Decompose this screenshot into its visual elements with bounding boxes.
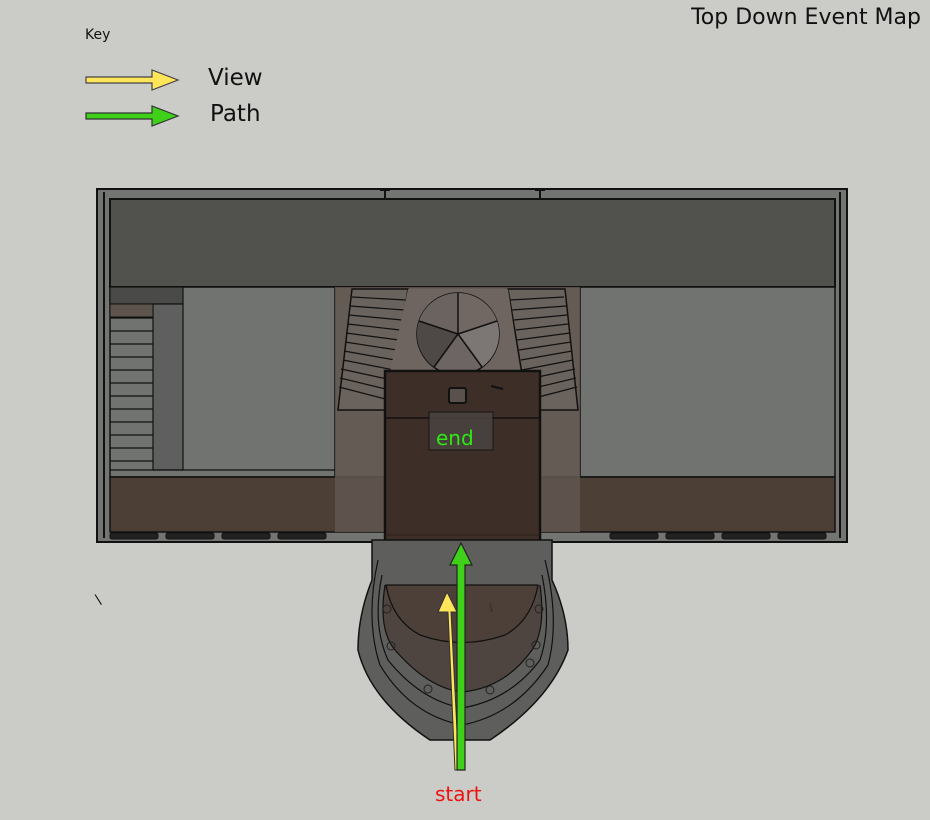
green-arrow-icon [85, 105, 180, 127]
path-arrow [449, 541, 473, 771]
key-label: Key [85, 27, 111, 43]
legend-item-view: View [84, 65, 284, 92]
legend-item-path: Path [84, 101, 284, 128]
map-title: Top Down Event Map [691, 5, 921, 30]
yellow-arrow-icon [85, 69, 180, 91]
end-marker-label: end [436, 426, 474, 450]
start-marker-label: start [435, 782, 482, 806]
right-room [579, 286, 836, 478]
legend-label-path: Path [210, 101, 261, 127]
legend-label-view: View [208, 65, 263, 91]
left-room [109, 286, 336, 478]
round-dais [390, 289, 520, 376]
